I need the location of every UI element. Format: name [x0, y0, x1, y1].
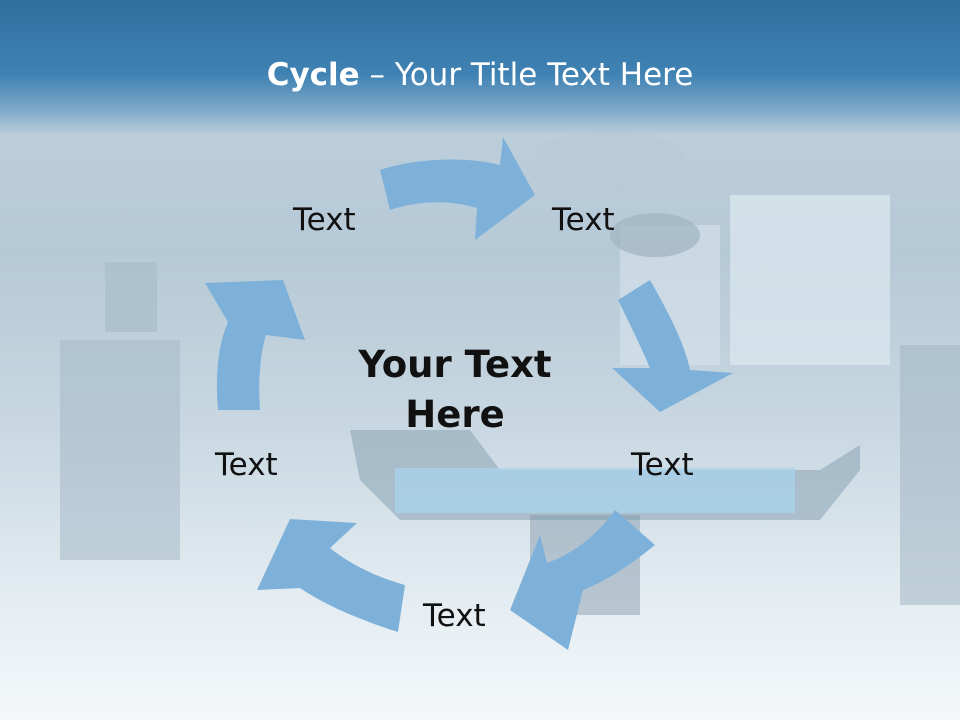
equipment-shape: [900, 345, 960, 605]
center-text-line-2: Here: [405, 393, 505, 436]
center-text-line-1: Your Text: [358, 343, 552, 386]
cycle-arrow[interactable]: [380, 137, 535, 240]
step-label: Text: [423, 598, 486, 634]
step-label: Text: [631, 447, 694, 483]
slide-title: Cycle – Your Title Text Here: [0, 52, 960, 98]
cycle-arrow[interactable]: [612, 280, 733, 412]
cycle-arrow[interactable]: [205, 280, 305, 410]
step-label: Text: [293, 202, 356, 238]
step-label: Text: [552, 202, 615, 238]
surgical-lamp-shape: [535, 130, 685, 190]
operating-table-shape: [395, 468, 795, 513]
step-label: Text: [215, 447, 278, 483]
surgical-lamp-shape: [610, 213, 700, 257]
cycle-arrow[interactable]: [257, 519, 405, 632]
title-rest: – Your Title Text Here: [359, 57, 694, 93]
title-bar: [0, 0, 960, 135]
cycle-arrow[interactable]: [510, 510, 655, 650]
equipment-shape: [60, 340, 180, 560]
monitor-shape: [105, 262, 157, 332]
window-shape: [730, 195, 890, 365]
title-bold: Cycle: [266, 57, 360, 93]
center-text: Your Text Here: [305, 340, 605, 440]
